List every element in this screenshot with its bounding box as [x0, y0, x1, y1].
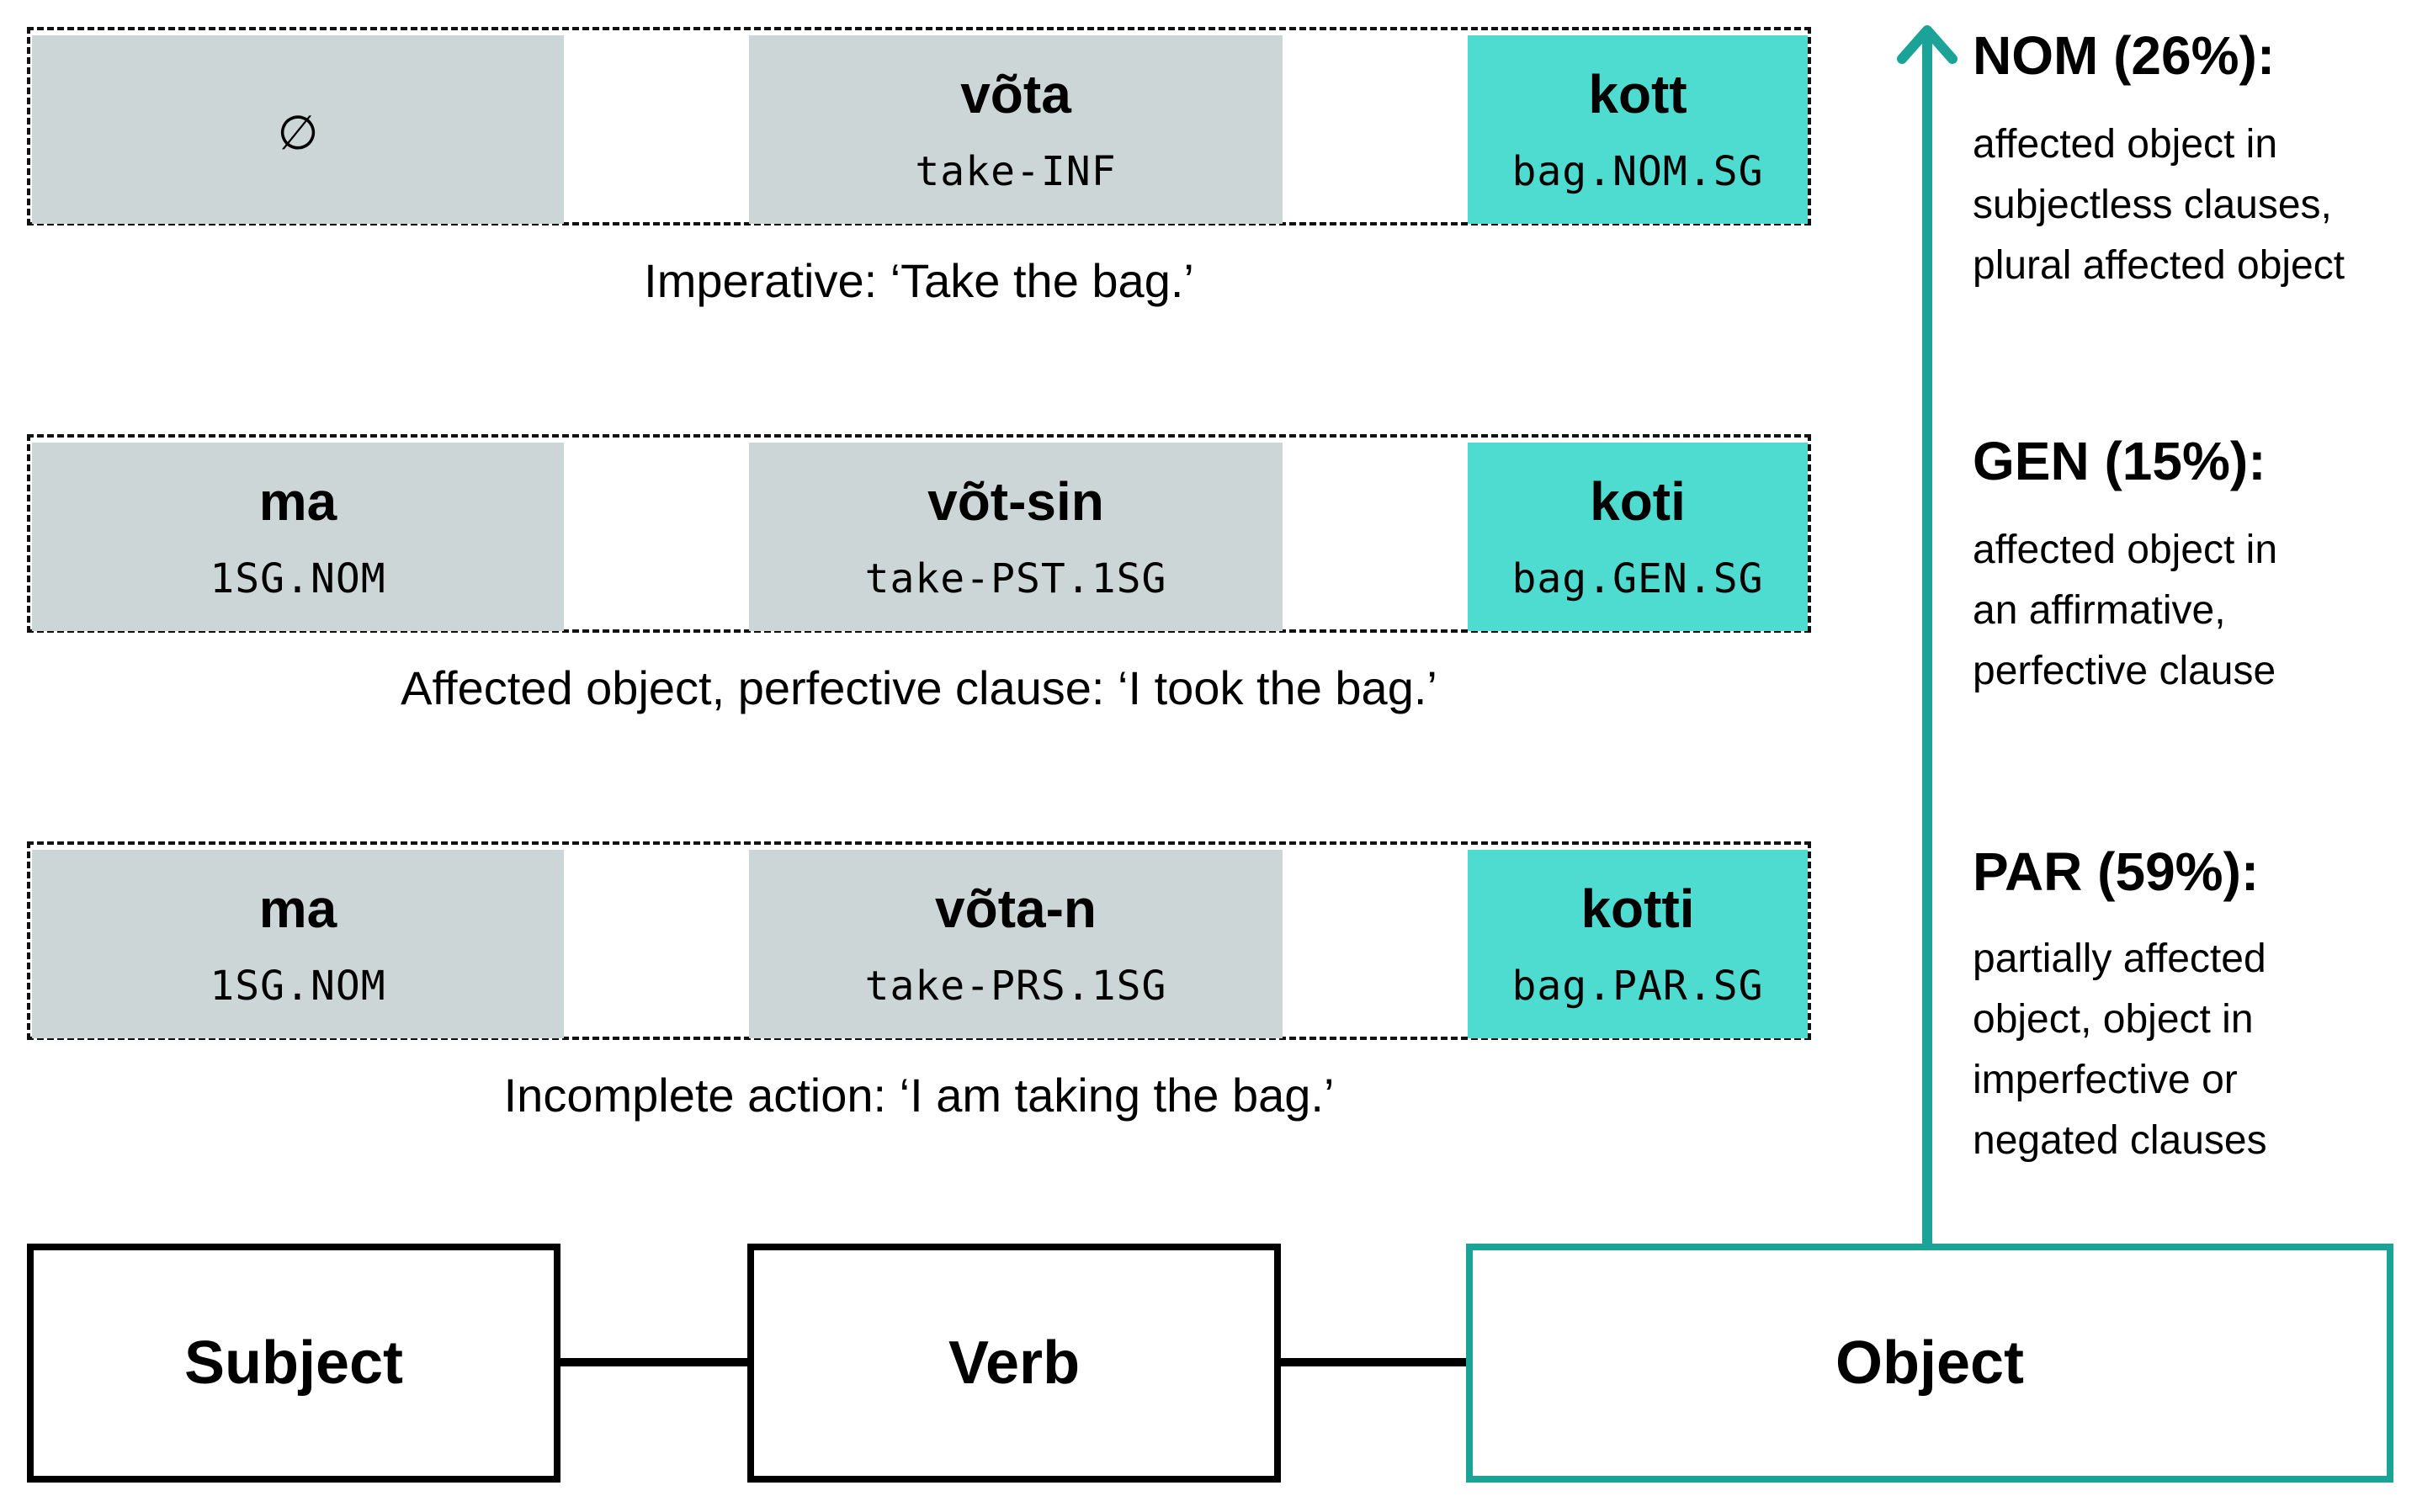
- case-line: object, object in: [1973, 997, 2254, 1042]
- verb-cell: võta-n take-PRS.1SG: [749, 850, 1283, 1038]
- case-description-nom: affected object in subjectless clauses, …: [1973, 114, 2410, 296]
- verb-word: võta-n: [935, 878, 1097, 939]
- subject-cell: ma 1SG.NOM: [32, 443, 564, 631]
- case-line: negated clauses: [1973, 1118, 2267, 1163]
- caption-perfective: Affected object, perfective clause: ‘I t…: [401, 661, 1437, 714]
- verb-box: Verb: [747, 1244, 1281, 1483]
- example-row-imperative: ∅ võta take-INF kott bag.NOM.SG: [27, 27, 1811, 225]
- case-heading-nom: NOM (26%):: [1973, 25, 2276, 86]
- verb-gloss: take-PST.1SG: [864, 555, 1167, 602]
- subject-word: ma: [258, 471, 337, 532]
- object-word: kott: [1588, 64, 1687, 125]
- case-heading-gen: GEN (15%):: [1973, 431, 2266, 491]
- case-line: subjectless clauses,: [1973, 183, 2332, 227]
- subject-word: ma: [258, 878, 337, 939]
- subject-cell: ma 1SG.NOM: [32, 850, 564, 1038]
- case-line: affected object in: [1973, 528, 2278, 572]
- object-cell: kotti bag.PAR.SG: [1468, 850, 1808, 1038]
- object-box: Object: [1466, 1244, 2393, 1483]
- object-gloss: bag.GEN.SG: [1511, 555, 1764, 602]
- object-cell: kott bag.NOM.SG: [1468, 35, 1808, 224]
- object-gloss: bag.NOM.SG: [1511, 148, 1764, 195]
- subject-cell: ∅: [32, 35, 564, 224]
- example-row-incomplete: ma 1SG.NOM võta-n take-PRS.1SG kotti bag…: [27, 841, 1811, 1040]
- case-line: affected object in: [1973, 122, 2278, 167]
- subject-gloss: 1SG.NOM: [210, 555, 386, 602]
- case-line: partially affected: [1973, 936, 2266, 981]
- object-cell: koti bag.GEN.SG: [1468, 443, 1808, 631]
- verb-object-connector: [1281, 1358, 1466, 1366]
- up-arrow-icon: [1897, 25, 1958, 1247]
- caption-imperative: Imperative: ‘Take the bag.’: [644, 254, 1194, 307]
- subject-box: Subject: [27, 1244, 560, 1483]
- case-description-gen: affected object in an affirmative, perfe…: [1973, 520, 2410, 702]
- case-line: perfective clause: [1973, 649, 2276, 693]
- case-description-par: partially affected object, object in imp…: [1973, 929, 2410, 1171]
- empty-subject-symbol: ∅: [277, 106, 319, 159]
- verb-word: võta: [960, 64, 1071, 125]
- verb-cell: võt-sin take-PST.1SG: [749, 443, 1283, 631]
- caption-incomplete: Incomplete action: ‘I am taking the bag.…: [503, 1069, 1335, 1122]
- case-heading-par: PAR (59%):: [1973, 841, 2260, 902]
- subject-verb-connector: [560, 1358, 747, 1366]
- case-line: an affirmative,: [1973, 588, 2226, 633]
- case-line: plural affected object: [1973, 243, 2345, 288]
- subject-gloss: 1SG.NOM: [210, 963, 386, 1010]
- object-word: kotti: [1580, 878, 1695, 939]
- verb-cell: võta take-INF: [749, 35, 1283, 224]
- verb-gloss: take-PRS.1SG: [864, 963, 1167, 1010]
- object-gloss: bag.PAR.SG: [1511, 963, 1764, 1010]
- object-word: koti: [1590, 471, 1686, 532]
- verb-gloss: take-INF: [915, 148, 1117, 195]
- verb-word: võt-sin: [927, 471, 1104, 532]
- example-row-perfective: ma 1SG.NOM võt-sin take-PST.1SG koti bag…: [27, 434, 1811, 633]
- case-line: imperfective or: [1973, 1058, 2238, 1102]
